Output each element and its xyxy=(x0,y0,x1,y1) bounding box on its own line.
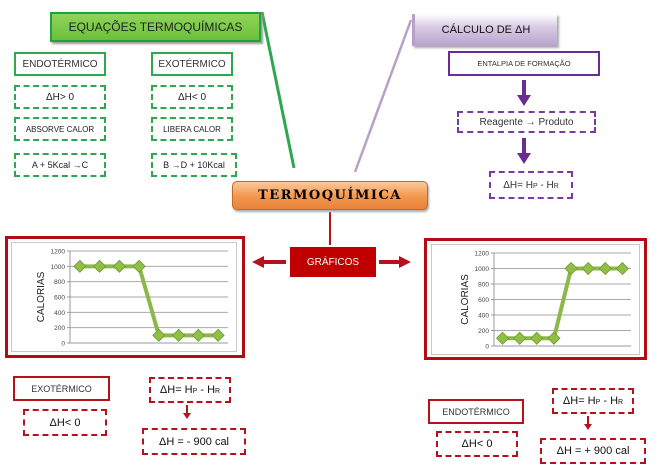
right-type-box: ENDOTÉRMICO xyxy=(428,399,524,424)
endo-label-box: ENDOTÉRMICO xyxy=(14,52,106,76)
arrow-down-icon xyxy=(517,138,531,164)
data-point xyxy=(191,328,205,342)
exo-delta: ΔH< 0 xyxy=(177,91,207,103)
arrow-right-icon xyxy=(379,256,411,268)
process-text: Reagente → Produto xyxy=(479,116,574,128)
endo-delta: ΔH> 0 xyxy=(45,91,75,103)
exo-label: EXOTÉRMICO xyxy=(158,58,226,70)
data-point xyxy=(93,259,107,273)
y-axis-label: CALORIAS xyxy=(36,271,47,322)
left-delta: ΔH< 0 xyxy=(49,416,81,429)
left-formula: ΔH= HP - HR xyxy=(159,384,221,396)
endo-description: ABSORVE CALOR xyxy=(25,124,95,134)
left-result-box: ΔH = - 900 cal xyxy=(142,428,246,455)
data-point xyxy=(132,259,146,273)
calculation-title: CÁLCULO DE ΔH xyxy=(412,14,557,46)
endo-label: ENDOTÉRMICO xyxy=(22,58,98,70)
y-tick-label: 1000 xyxy=(475,266,490,273)
exo-description-box: LIBERA CALOR xyxy=(151,117,233,141)
data-point xyxy=(615,261,630,276)
graphs-label-box: GRÁFICOS xyxy=(290,247,376,277)
equations-title-text: EQUAÇÕES TERMOQUÍMICAS xyxy=(68,20,243,34)
endo-description-box: ABSORVE CALOR xyxy=(14,117,106,141)
left-type-label: EXOTÉRMICO xyxy=(31,383,92,394)
y-tick-label: 400 xyxy=(478,313,489,320)
right-delta: ΔH< 0 xyxy=(461,438,493,450)
y-tick-label: 0 xyxy=(485,344,489,351)
arrow-down-icon xyxy=(183,405,191,419)
y-tick-label: 200 xyxy=(478,328,489,335)
left-formula-box: ΔH= HP - HR xyxy=(149,377,231,403)
exo-delta-box: ΔH< 0 xyxy=(151,85,233,109)
data-point xyxy=(495,331,510,345)
y-tick-label: 600 xyxy=(54,295,65,302)
exo-example: B →D + 10Kcal xyxy=(163,160,225,170)
left-type-box: EXOTÉRMICO xyxy=(13,376,110,401)
y-tick-label: 800 xyxy=(54,279,65,286)
connector-purple xyxy=(353,19,413,173)
data-point xyxy=(211,328,225,342)
y-tick-label: 600 xyxy=(478,297,489,304)
y-tick-label: 1200 xyxy=(51,249,66,256)
calculation-title-text: CÁLCULO DE ΔH xyxy=(441,24,531,36)
series-line xyxy=(502,266,623,341)
endo-example-box: A + 5Kcal →C xyxy=(14,153,106,177)
right-result: ΔH = + 900 cal xyxy=(556,445,630,457)
formula-box: ΔH= HP - HR xyxy=(489,171,573,199)
graphs-label: GRÁFICOS xyxy=(306,256,360,268)
left-result: ΔH = - 900 cal xyxy=(158,435,230,448)
y-tick-label: 800 xyxy=(478,282,489,289)
data-point xyxy=(73,259,87,273)
endo-example: A + 5Kcal →C xyxy=(31,160,89,170)
exo-label-box: EXOTÉRMICO xyxy=(151,52,233,76)
exo-description: LIBERA CALOR xyxy=(163,124,221,134)
left-delta-box: ΔH< 0 xyxy=(23,409,107,436)
data-point xyxy=(547,331,561,345)
endo-delta-box: ΔH> 0 xyxy=(14,85,106,109)
equations-title: EQUAÇÕES TERMOQUÍMICAS xyxy=(50,12,261,42)
method-box: ENTALPIA DE FORMAÇÃO xyxy=(448,51,600,76)
data-point xyxy=(581,261,595,276)
right-result-box: ΔH = + 900 cal xyxy=(540,438,646,464)
arrow-left-icon xyxy=(252,256,286,268)
data-point xyxy=(513,331,527,345)
data-point xyxy=(530,331,544,345)
right-formula: ΔH= HP - HR xyxy=(562,395,624,407)
data-point xyxy=(598,261,612,276)
method-text: ENTALPIA DE FORMAÇÃO xyxy=(477,59,571,68)
connector-green xyxy=(260,11,296,169)
arrow-down-icon xyxy=(517,80,531,106)
right-formula-box: ΔH= HP - HR xyxy=(552,388,634,414)
y-tick-label: 1000 xyxy=(51,264,66,271)
data-point xyxy=(172,328,186,342)
main-title: TERMOQUÍMICA xyxy=(232,181,428,210)
right-delta-box: ΔH< 0 xyxy=(436,431,518,457)
data-point xyxy=(152,328,166,342)
data-point xyxy=(112,259,126,273)
formula-text: ΔH= HP - HR xyxy=(503,179,559,191)
y-tick-label: 200 xyxy=(54,325,65,332)
series-line xyxy=(79,264,219,338)
arrow-down-icon xyxy=(584,416,592,430)
data-point xyxy=(564,261,578,276)
exo-example-box: B →D + 10Kcal xyxy=(151,153,237,177)
y-tick-label: 1200 xyxy=(475,251,490,258)
right-type-label: ENDOTÉRMICO xyxy=(442,406,510,417)
y-tick-label: 400 xyxy=(54,310,65,317)
main-title-text: TERMOQUÍMICA xyxy=(258,188,402,203)
process-box: Reagente → Produto xyxy=(457,111,596,133)
y-tick-label: 0 xyxy=(61,341,65,348)
y-axis-label: CALORIAS xyxy=(460,274,471,325)
